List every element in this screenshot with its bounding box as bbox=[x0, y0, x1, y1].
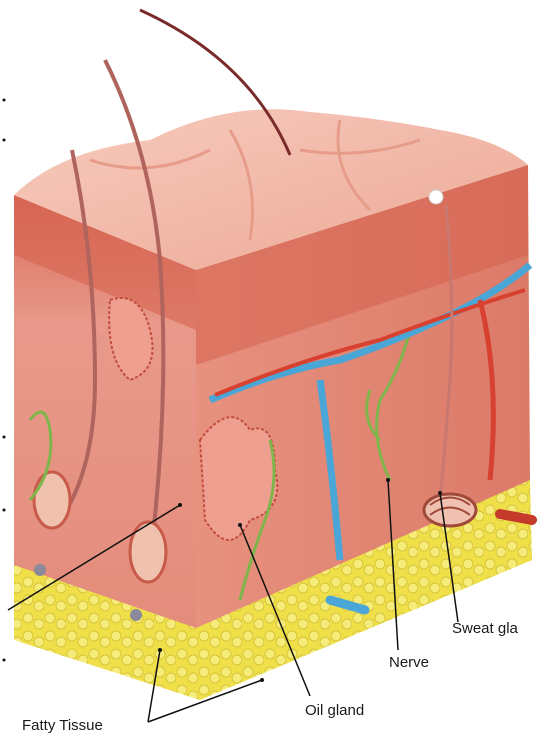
sweat-gland-label: Sweat gla bbox=[452, 620, 518, 637]
nerve-label: Nerve bbox=[389, 654, 429, 671]
fatty-tissue-label: Fatty Tissue bbox=[22, 717, 103, 734]
oil-gland-label: Oil gland bbox=[305, 702, 364, 719]
